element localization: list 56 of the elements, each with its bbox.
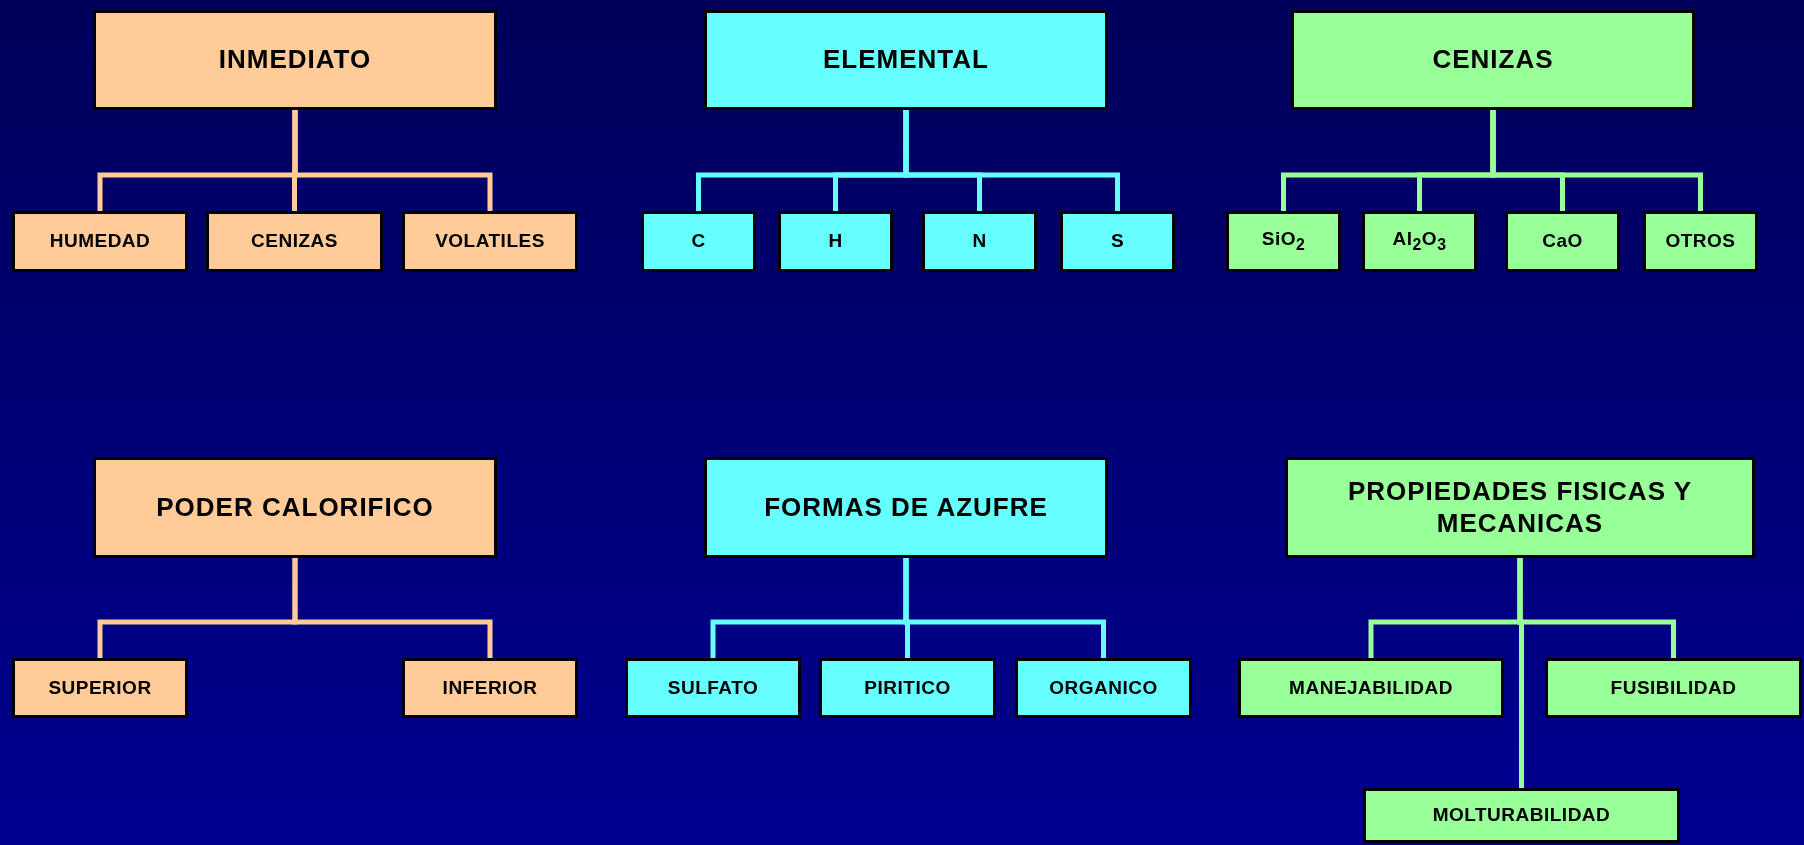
box-label: FUSIBILIDAD [1610, 676, 1737, 700]
box-label: S [1110, 230, 1125, 253]
category-box [12, 658, 188, 718]
category-box [1643, 211, 1758, 272]
connector-line [1517, 558, 1524, 788]
category-box [402, 211, 578, 272]
box-label: C [691, 230, 706, 253]
category-box [12, 211, 188, 272]
category-box [1226, 211, 1341, 272]
category-box [819, 658, 996, 718]
category-box [625, 658, 801, 718]
category-box [1291, 10, 1695, 110]
connector-line [1490, 110, 1703, 211]
box-label: ELEMENTAL [823, 44, 989, 76]
category-box [206, 211, 383, 272]
box-label: PODER CALORIFICO [156, 491, 434, 524]
box-label: HUMEDAD [49, 230, 151, 253]
category-box [1015, 658, 1192, 718]
box-label: Al$_{2}$O$_{3}$ [1392, 228, 1447, 255]
category-box [922, 211, 1037, 272]
box-label: PIRITICO [864, 676, 951, 700]
category-box [402, 658, 578, 718]
box-label: INFERIOR [442, 676, 538, 700]
category-box [641, 211, 756, 272]
category-box [1060, 211, 1175, 272]
category-box [1363, 788, 1680, 843]
box-label: VOLATILES [435, 230, 545, 253]
connector-line [292, 558, 493, 658]
box-label: CaO [1542, 230, 1583, 253]
box-label: SUPERIOR [48, 676, 152, 700]
box-label: MANEJABILIDAD [1289, 676, 1453, 700]
box-label: PROPIEDADES FISICAS Y MECANICAS [1346, 476, 1694, 539]
category-box [1238, 658, 1504, 718]
connector-line [903, 110, 1120, 211]
category-box [1505, 211, 1620, 272]
box-label: N [972, 230, 987, 253]
connector-line [903, 558, 1106, 658]
box-label: OTROS [1665, 230, 1736, 253]
box-label: CENIZAS [1432, 44, 1554, 76]
box-label: SULFATO [667, 676, 759, 700]
category-box [778, 211, 893, 272]
category-box [1545, 658, 1802, 718]
category-box [1362, 211, 1477, 272]
box-label: INMEDIATO [218, 44, 372, 76]
box-label: SiO$_{2}$ [1261, 228, 1306, 255]
category-box [704, 10, 1108, 110]
box-label: ORGANICO [1049, 676, 1158, 700]
category-box [704, 457, 1108, 558]
box-label: H [828, 230, 843, 253]
box-label: FORMAS DE AZUFRE [764, 491, 1048, 524]
box-label: MOLTURABILIDAD [1432, 804, 1611, 827]
category-box [93, 457, 497, 558]
box-label: CENIZAS [251, 230, 338, 253]
category-box [93, 10, 497, 110]
category-box [1285, 457, 1755, 558]
connector-line [292, 110, 493, 211]
